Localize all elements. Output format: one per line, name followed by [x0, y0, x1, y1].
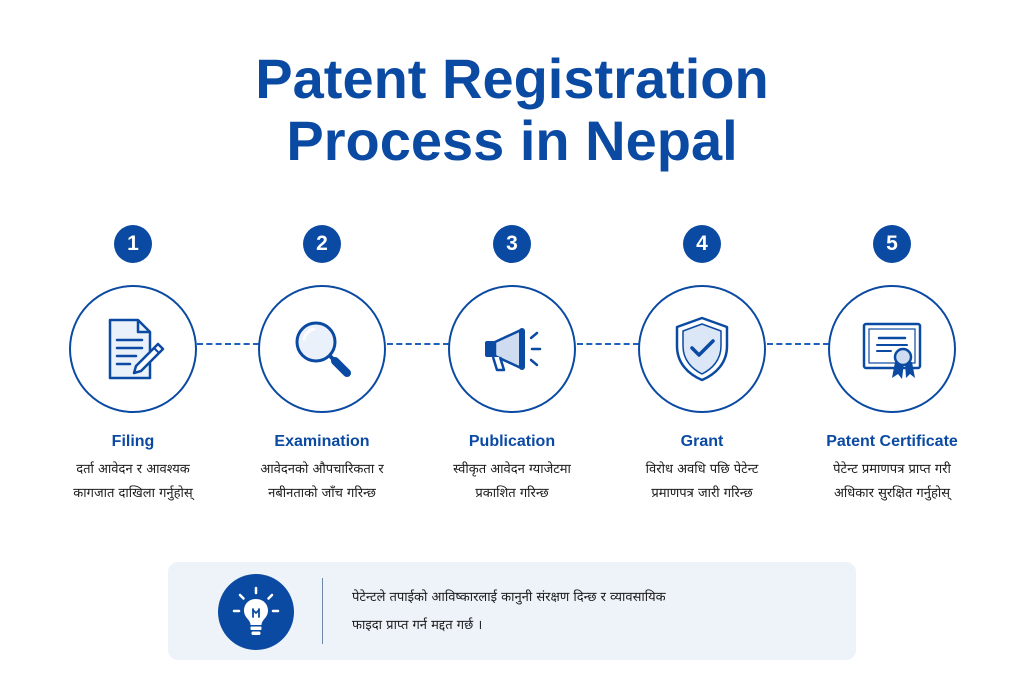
step-number-badge: 3 [493, 225, 531, 263]
desc-line-2: प्रकाशित गरिन्छ [475, 486, 549, 501]
step-icon-circle [69, 285, 197, 413]
step-number-badge: 5 [873, 225, 911, 263]
magnifier-icon [295, 321, 351, 377]
desc-line-1: आवेदनको औपचारिकता र [260, 462, 384, 477]
title-line-2: Process in Nepal [286, 109, 738, 172]
step-description: आवेदनको औपचारिकता र नबीनताको जाँच गरिन्छ [227, 458, 417, 506]
desc-line-2: नबीनताको जाँच गरिन्छ [268, 486, 376, 501]
step-number-badge: 1 [114, 225, 152, 263]
step-number-badge: 4 [683, 225, 721, 263]
page-title: Patent Registration Process in Nepal [0, 48, 1024, 172]
step-description: दर्ता आवेदन र आवश्यक कागजात दाखिला गर्नु… [38, 458, 228, 506]
note-line-1: पेटेन्टले तपाईको आविष्कारलाई कानुनी संरक… [352, 590, 666, 605]
note-icon-circle [218, 574, 294, 650]
step-icon-circle [448, 285, 576, 413]
step-icon-circle [638, 285, 766, 413]
connector-1-2 [197, 343, 259, 345]
desc-line-1: पेटेन्ट प्रमाणपत्र प्राप्त गरी [833, 462, 951, 477]
step-examination: 2 Examination आवेदनको औपचारिकता र नबीनता… [227, 225, 417, 506]
desc-line-2: प्रमाणपत्र जारी गरिन्छ [651, 486, 753, 501]
step-publication: 3 Publication स्वीकृत आवेदन ग्याजेटमा प्… [417, 225, 607, 506]
step-label: Examination [274, 433, 370, 450]
step-icon-circle [828, 285, 956, 413]
connector-4-5 [767, 343, 829, 345]
note-text: पेटेन्टले तपाईको आविष्कारलाई कानुनी संरक… [352, 584, 822, 640]
step-filing: 1 Filing दर्ता आवेदन र आवश्यक कागजात दाख… [38, 225, 228, 506]
step-label: Publication [468, 433, 556, 450]
desc-line-2: अधिकार सुरक्षित गर्नुहोस् [833, 486, 951, 501]
note-line-2: फाइदा प्राप्त गर्न मद्दत गर्छ । [352, 618, 483, 633]
desc-line-1: दर्ता आवेदन र आवश्यक [76, 462, 190, 477]
connector-3-4 [577, 343, 639, 345]
lightbulb-icon [232, 586, 280, 635]
shield-check-icon [675, 316, 729, 382]
step-label: Patent Certificate [826, 433, 958, 450]
title-line-1: Patent Registration [255, 47, 769, 110]
megaphone-icon [485, 328, 542, 372]
step-description: विरोध अवधि पछि पेटेन्ट प्रमाणपत्र जारी ग… [607, 458, 797, 506]
step-label: Filing [111, 433, 155, 450]
desc-line-1: स्वीकृत आवेदन ग्याजेटमा [453, 462, 571, 477]
info-note: पेटेन्टले तपाईको आविष्कारलाई कानुनी संरक… [168, 562, 856, 660]
step-label: Grant [680, 433, 724, 450]
note-divider [322, 578, 323, 644]
certificate-icon [862, 322, 922, 379]
step-description: पेटेन्ट प्रमाणपत्र प्राप्त गरी अधिकार सु… [797, 458, 987, 506]
step-icon-circle [258, 285, 386, 413]
step-patent-certificate: 5 Patent Certificate पेटेन्ट प्रमाणपत्र … [797, 225, 987, 506]
step-description: स्वीकृत आवेदन ग्याजेटमा प्रकाशित गरिन्छ [417, 458, 607, 506]
step-grant: 4 Grant विरोध अवधि पछि पेटेन्ट प्रमाणपत्… [607, 225, 797, 506]
connector-2-3 [387, 343, 449, 345]
document-pen-icon [108, 318, 165, 380]
desc-line-1: विरोध अवधि पछि पेटेन्ट [645, 462, 759, 477]
desc-line-2: कागजात दाखिला गर्नुहोस् [73, 486, 193, 501]
step-number-badge: 2 [303, 225, 341, 263]
